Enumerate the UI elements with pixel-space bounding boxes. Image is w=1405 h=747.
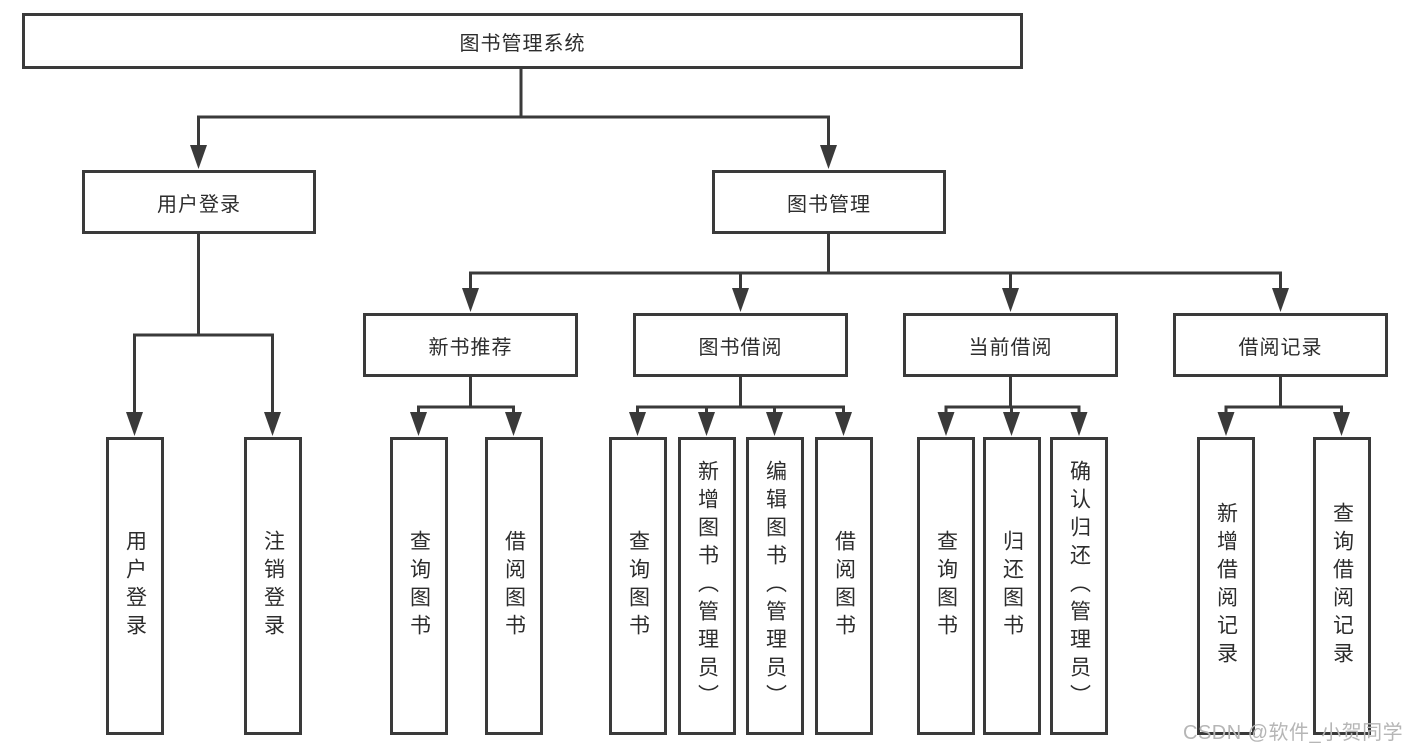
node-borrow-records: 借阅记录	[1173, 313, 1388, 377]
connector-new-book-recommend-to-children	[410, 376, 522, 436]
connector-book-borrow-to-children	[629, 376, 852, 436]
node-logout: 注销登录	[244, 437, 302, 735]
watermark: CSDN @软件_小贺同学	[1183, 722, 1404, 744]
node-query-books-current: 查询图书	[917, 437, 975, 735]
arrowhead-icon	[1217, 412, 1235, 436]
node-query-books-borrow: 查询图书	[609, 437, 667, 735]
arrowhead-icon	[1070, 412, 1088, 436]
arrowhead-icon	[937, 412, 955, 436]
node-add-books-admin: 新增图书（管理员）	[678, 437, 736, 735]
node-user-login-leaf: 用户登录	[106, 437, 164, 735]
arrowhead-icon	[410, 412, 427, 436]
node-borrow-books-recommend: 借阅图书	[485, 437, 543, 735]
node-return-books: 归还图书	[983, 437, 1041, 735]
node-borrow-books: 借阅图书	[815, 437, 873, 735]
node-book-management: 图书管理	[712, 170, 946, 234]
arrowhead-icon	[126, 412, 143, 436]
arrowhead-icon	[505, 412, 522, 436]
arrowhead-icon	[698, 412, 715, 436]
arrowhead-icon	[732, 288, 749, 312]
arrowhead-icon	[1003, 412, 1020, 436]
node-current-borrow: 当前借阅	[903, 313, 1118, 377]
node-library-management-system: 图书管理系统	[22, 13, 1023, 69]
arrowhead-icon	[1333, 412, 1350, 436]
connector-root-to-level2	[190, 68, 837, 169]
node-new-book-recommend: 新书推荐	[363, 313, 578, 377]
arrowhead-icon	[766, 412, 783, 436]
arrowhead-icon	[629, 412, 646, 436]
connector-borrow-records-to-children	[1217, 376, 1350, 436]
node-confirm-return-admin: 确认归还（管理员）	[1050, 437, 1108, 735]
arrowhead-icon	[264, 412, 281, 436]
arrowhead-icon	[462, 288, 479, 312]
arrowhead-icon	[1002, 288, 1019, 312]
arrowhead-icon	[190, 145, 207, 169]
arrowhead-icon	[835, 412, 852, 436]
node-query-borrow-record: 查询借阅记录	[1313, 437, 1371, 735]
arrowhead-icon	[820, 145, 837, 169]
node-add-borrow-record: 新增借阅记录	[1197, 437, 1255, 735]
node-edit-books-admin: 编辑图书（管理员）	[746, 437, 804, 735]
node-query-books-recommend: 查询图书	[390, 437, 448, 735]
node-book-borrow: 图书借阅	[633, 313, 848, 377]
arrowhead-icon	[1272, 288, 1289, 312]
connector-user-login-to-children	[126, 233, 281, 436]
connector-book-management-to-level3	[462, 233, 1289, 312]
connector-current-borrow-to-children	[937, 376, 1088, 436]
node-user-login: 用户登录	[82, 170, 316, 234]
